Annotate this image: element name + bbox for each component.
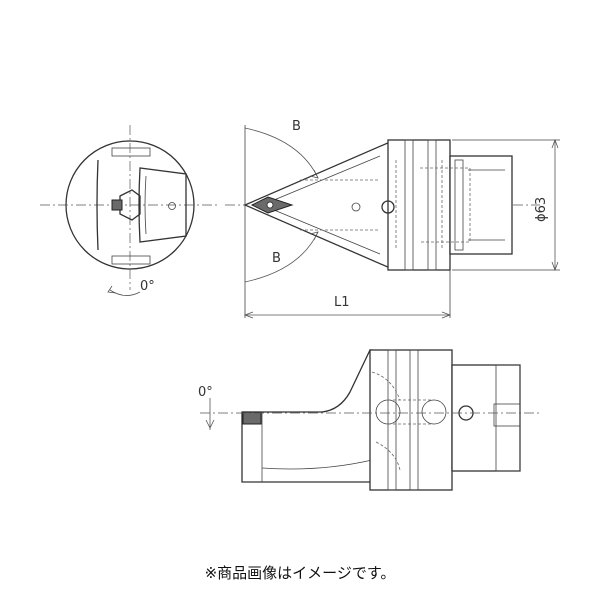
top-view-clamp-screw xyxy=(381,200,395,214)
side-view-flange xyxy=(369,349,453,491)
top-view-shank-hidden xyxy=(420,167,471,243)
front-view-screw xyxy=(168,202,176,210)
length-arrows xyxy=(243,311,452,319)
top-angle-label: B xyxy=(292,119,301,134)
top-view-shank-lines xyxy=(468,169,505,241)
top-view-shank xyxy=(449,155,513,255)
diameter-label: ϕ63 xyxy=(534,197,549,222)
front-view: 0° xyxy=(40,125,220,296)
top-angle-arrow xyxy=(309,169,319,179)
top-view-flange xyxy=(387,139,451,271)
image-disclaimer-note: ※商品画像はイメージです。 xyxy=(204,564,396,582)
top-view-flange-groove-a xyxy=(404,139,414,271)
top-view-insert-hole xyxy=(266,201,274,209)
side-angle-label: 0° xyxy=(198,385,213,400)
front-view-insert xyxy=(111,199,123,211)
front-angle-arrow xyxy=(107,285,117,294)
front-view-top-slot xyxy=(111,147,151,157)
top-view-flange-hidden xyxy=(395,160,443,250)
front-angle-label: 0° xyxy=(140,279,155,294)
front-view-left-edge xyxy=(96,159,99,251)
side-view-insert xyxy=(242,411,262,425)
side-view: 0° xyxy=(198,349,540,491)
top-view-small-screw xyxy=(351,202,361,212)
side-view-head-curve xyxy=(261,459,373,470)
top-angle-arc xyxy=(244,127,319,179)
bottom-angle-arc xyxy=(244,231,319,283)
front-view-head xyxy=(138,167,187,243)
side-angle-arrow xyxy=(205,419,215,429)
bottom-angle-label: B xyxy=(272,251,281,266)
front-view-insert-pocket xyxy=(119,189,141,221)
length-label: L1 xyxy=(334,295,350,310)
side-view-flange-groove-a xyxy=(387,349,397,491)
front-view-bottom-slot xyxy=(111,255,151,265)
top-view: B B ϕ63 L1 xyxy=(225,119,560,319)
side-view-shank xyxy=(451,364,521,472)
side-view-flange-groove-b xyxy=(409,349,419,491)
top-view-hidden-lines xyxy=(300,179,380,231)
front-angle-arc xyxy=(109,289,141,296)
side-view-hidden-curves xyxy=(371,371,401,471)
bottom-angle-arrow xyxy=(309,231,319,241)
top-view-nose-inner xyxy=(261,155,381,255)
top-view-flange-groove-b xyxy=(427,139,437,271)
diameter-arrows xyxy=(551,138,559,272)
front-view-head-inner xyxy=(144,175,147,235)
diameter-extension-lines xyxy=(452,139,560,271)
side-view-keyway xyxy=(493,403,521,427)
top-view-shank-ring xyxy=(454,159,464,251)
side-view-port-link xyxy=(388,399,434,425)
